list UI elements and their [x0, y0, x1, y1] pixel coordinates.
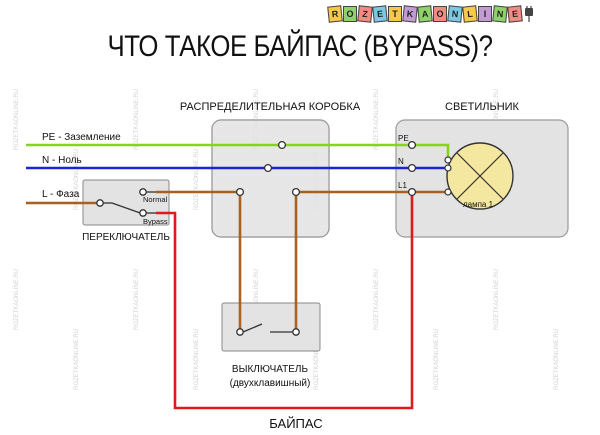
logo-letter-tile: I	[478, 6, 492, 22]
watermark-text: ROZETKAONLINE.RU	[74, 149, 80, 210]
watermark-text: ROZETKAONLINE.RU	[74, 329, 80, 390]
watermark-text: ROZETKAONLINE.RU	[254, 269, 260, 330]
logo-letter-tile: O	[433, 6, 447, 22]
logo-letter-tile: T	[388, 6, 402, 22]
bypass-label: БАЙПАС	[269, 416, 322, 431]
switcher-internals	[96, 188, 156, 217]
watermark-text: ROZETKAONLINE.RU	[374, 89, 380, 150]
bypass-wire	[156, 192, 414, 410]
l1-terminal-label: L1	[398, 181, 407, 190]
n-terminal-label: N	[398, 157, 404, 166]
bypass-position-label: Bypass	[143, 217, 168, 226]
junction-terminals	[235, 140, 301, 197]
switch-internals	[236, 323, 300, 336]
watermark-text: ROZETKAONLINE.RU	[194, 329, 200, 390]
normal-label: Normal	[143, 195, 168, 204]
watermark-text: ROZETKAONLINE.RU	[14, 269, 20, 330]
watermark-text: ROZETKAONLINE.RU	[494, 269, 500, 330]
switch-sublabel: (двухклавишный)	[230, 378, 311, 389]
watermark-text: ROZETKAONLINE.RU	[434, 329, 440, 390]
n-wire-label: N - Ноль	[42, 155, 82, 166]
lamp-label: лампа 1	[463, 200, 494, 209]
lamp-terminals	[407, 140, 417, 197]
junction-box-label: РАСПРЕДЕЛИТЕЛЬНАЯ КОРОБКА	[180, 101, 361, 113]
watermark-text: ROZETKAONLINE.RU	[554, 329, 560, 390]
l-wire-label: L - Фаза	[42, 189, 80, 200]
page-title: ЧТО ТАКОЕ БАЙПАС (BYPASS)?	[107, 30, 493, 63]
switch-label: ВЫКЛЮЧАТЕЛЬ	[232, 364, 309, 375]
switcher-label: ПЕРЕКЛЮЧАТЕЛЬ	[82, 232, 170, 243]
pe-terminal-label: PE	[398, 134, 409, 143]
watermark-text: ROZETKAONLINE.RU	[194, 149, 200, 210]
switch-box	[221, 302, 321, 352]
watermark-text: ROZETKAONLINE.RU	[134, 269, 140, 330]
watermark-text: ROZETKAONLINE.RU	[374, 269, 380, 330]
junction-box-fill	[211, 119, 330, 238]
lamp-fixture-label: СВЕТИЛЬНИК	[445, 101, 520, 113]
watermark-text: ROZETKAONLINE.RU	[314, 329, 320, 390]
watermark-text: ROZETKAONLINE.RU	[14, 89, 20, 150]
watermark-text: ROZETKAONLINE.RU	[134, 89, 140, 150]
logo-letter-tile: O	[343, 6, 357, 22]
pe-wire-label: PE - Заземление	[42, 132, 121, 143]
lamp-icon	[444, 142, 514, 210]
plug-icon	[525, 6, 533, 22]
